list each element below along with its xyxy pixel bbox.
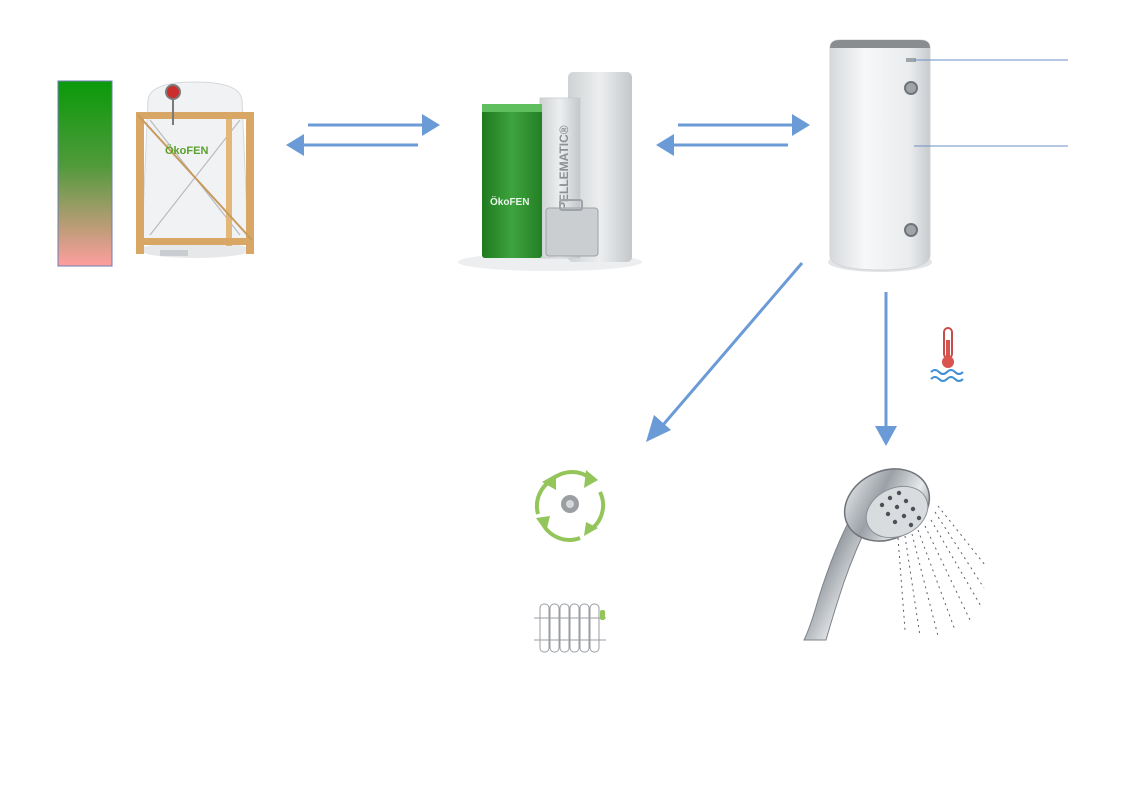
- bidirectional-arrows-icon: [286, 114, 440, 156]
- circulation-pump-icon: [534, 470, 606, 542]
- arrow-icon: [875, 292, 897, 446]
- pellet-level-gauge-icon: [57, 80, 113, 267]
- thermometer-water-icon: [930, 327, 964, 382]
- boiler-model-text: PELLEMATIC®: [557, 125, 571, 210]
- boiler-brand-text: ÖkoFEN: [490, 195, 529, 208]
- fabric-silo-icon: ÖkoFEN: [136, 81, 254, 258]
- hot-water-tank-icon: [828, 39, 1068, 272]
- silo-brand-text: ÖkoFEN: [165, 144, 208, 157]
- bidirectional-arrows-icon: [656, 114, 810, 156]
- pellet-boiler-icon: PELLEMATIC® ÖkoFEN: [458, 72, 642, 271]
- arrow-icon: [646, 262, 804, 442]
- radiator-icon: [534, 603, 606, 653]
- shower-head-icon: [803, 468, 986, 641]
